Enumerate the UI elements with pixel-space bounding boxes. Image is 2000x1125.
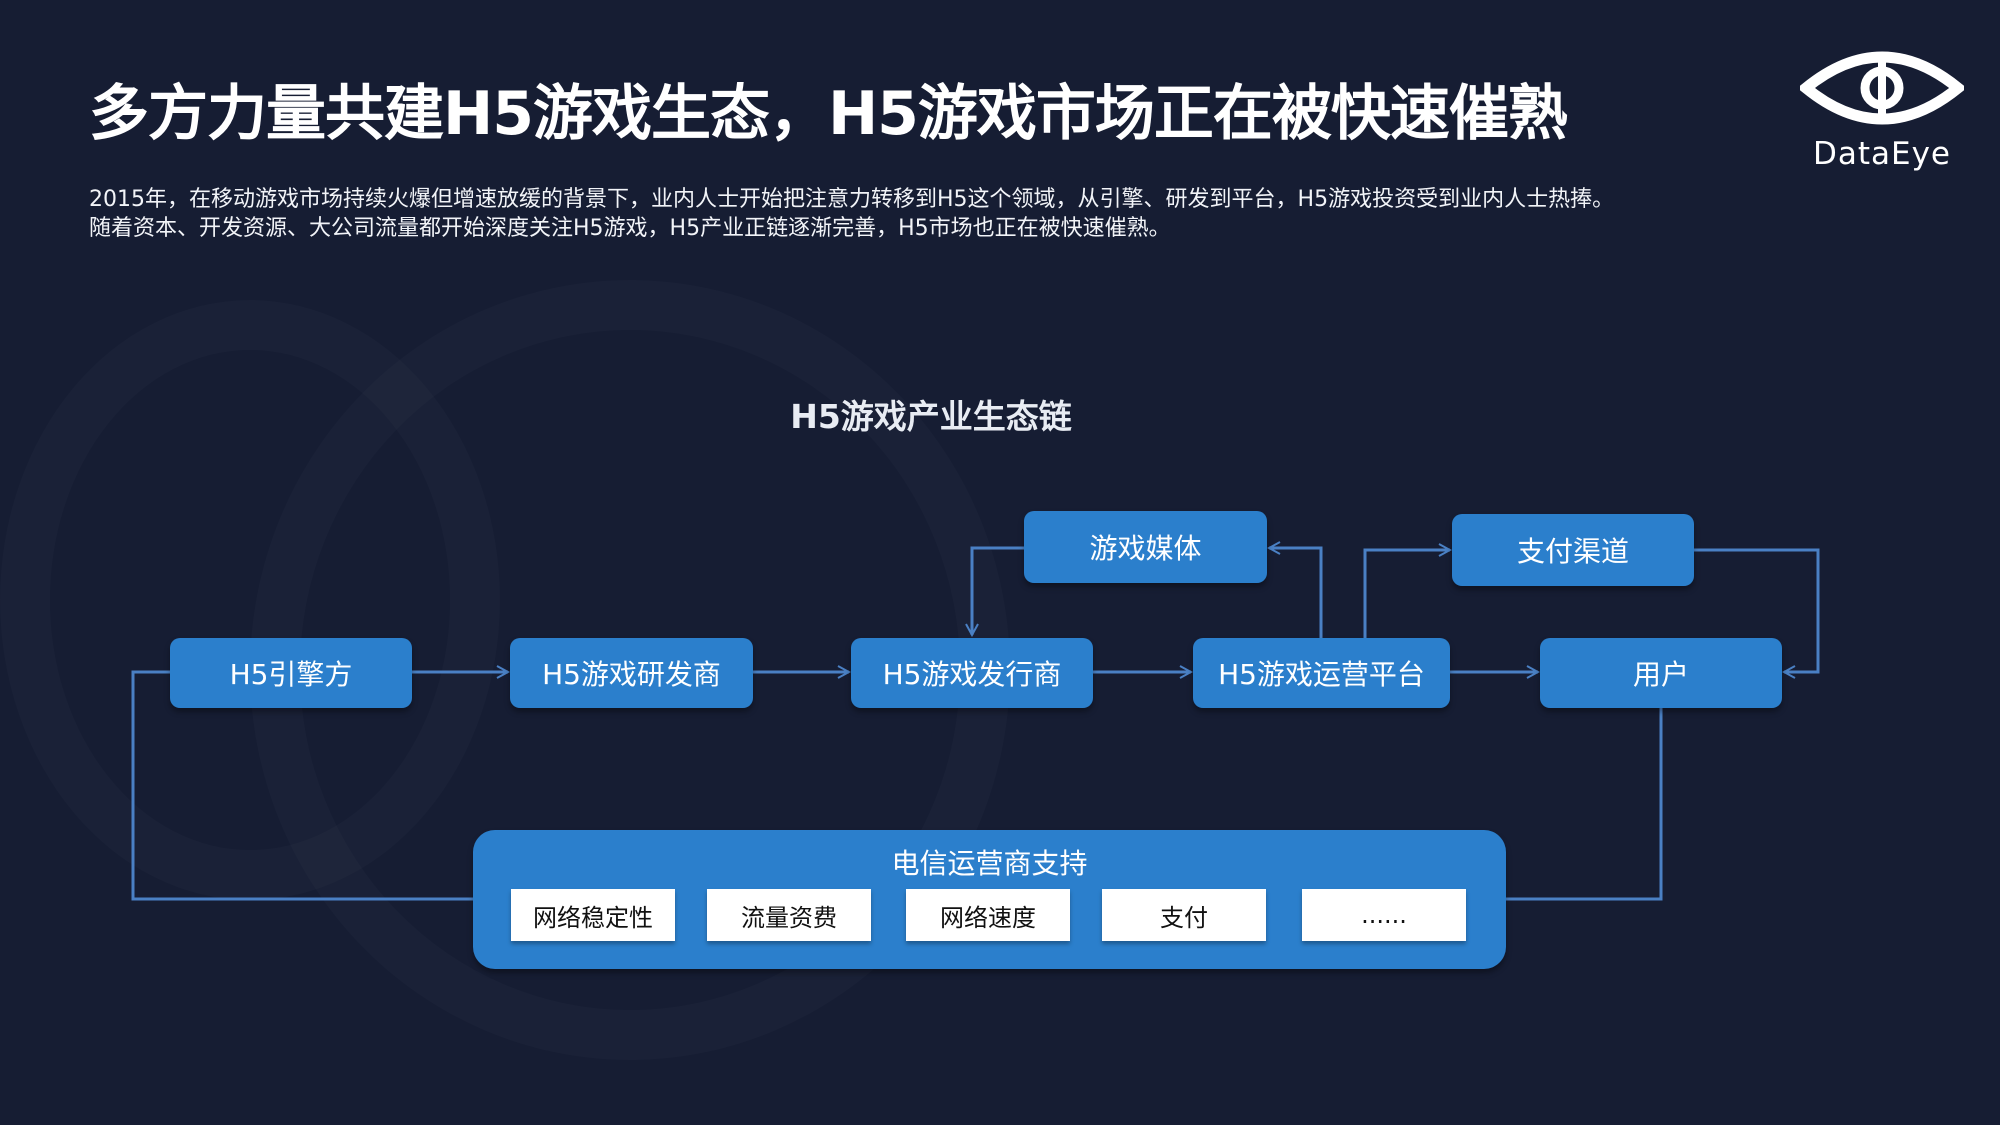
telecom-label: 电信运营商支持 [891,847,1088,880]
node-media: 游戏媒体 [1024,511,1267,583]
diagram-title: H5游戏产业生态链 [790,397,1072,436]
node-publisher: H5游戏发行商 [851,638,1093,708]
telecom-support-group: 电信运营商支持 网络稳定性 流量资费 网络速度 支付 ...... [473,830,1506,969]
node-engine: H5引擎方 [170,638,412,708]
node-platform: H5游戏运营平台 [1193,638,1450,708]
telecom-item: ...... [1302,889,1466,941]
telecom-item: 支付 [1102,889,1266,941]
connector-lines [131,0,1820,901]
subtitle-line-1: 2015年，在移动游戏市场持续火爆但增速放缓的背景下，业内人士开始把注意力转移到… [89,187,1615,212]
arrow-payment-user [1694,548,1820,672]
telecom-item: 网络稳定性 [511,889,675,941]
line-user-telecom [1506,708,1663,901]
node-payment: 支付渠道 [1452,514,1694,586]
line-engine-telecom [131,670,473,901]
arrow-media-publisher [972,546,1024,635]
logo-text: DataEye [1812,136,1952,172]
arrow-platform-payment [1363,550,1450,638]
telecom-item: 网络速度 [906,889,1070,941]
page-title: 多方力量共建H5游戏生态，H5游戏市场正在被快速催熟 [89,79,1568,149]
node-user: 用户 [1540,638,1782,708]
telecom-item: 流量资费 [707,889,871,941]
dataeye-logo: DataEye [1797,48,1967,172]
node-developer: H5游戏研发商 [510,638,753,708]
eye-icon [1797,51,1967,125]
arrow-platform-media [1269,548,1323,638]
subtitle-line-2: 随着资本、开发资源、大公司流量都开始深度关注H5游戏，H5产业正链逐渐完善，H5… [89,216,1171,241]
